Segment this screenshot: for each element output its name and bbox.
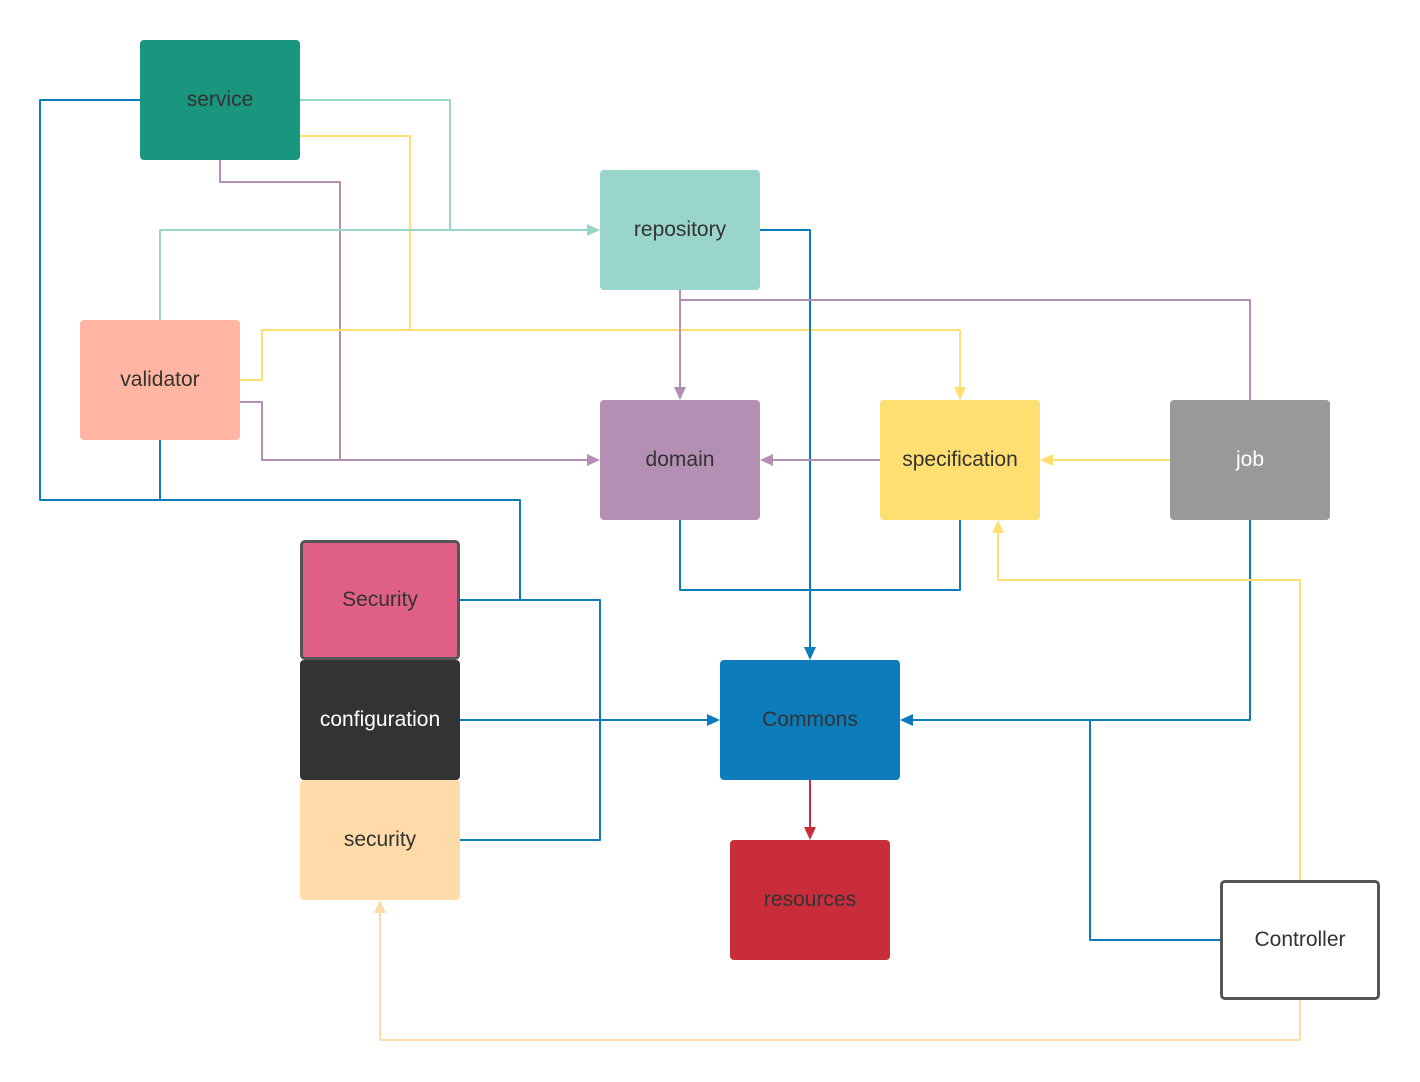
edge-controller-to-security-low-arrowhead: [374, 900, 386, 913]
edge-controller-to-specification-arrowhead: [992, 520, 1004, 533]
controller-node[interactable]: Controller: [1220, 880, 1380, 1000]
edge-validator-to-specification: [240, 329, 410, 381]
edge-repository-to-commons: [760, 229, 811, 648]
edge-specification-to-domain-arrowhead: [760, 454, 773, 466]
security-lowercase-label: security: [343, 828, 417, 851]
edge-configuration-to-commons-arrowhead: [707, 714, 720, 726]
validator-node[interactable]: validator: [80, 320, 240, 440]
edge-validator-to-domain-arrowhead: [587, 454, 600, 466]
specification-label: specification: [902, 448, 1018, 471]
edge-service-to-repository: [300, 99, 588, 231]
edge-service-to-commons: [39, 99, 521, 600]
specification-node[interactable]: specification: [880, 400, 1040, 520]
edge-controller-to-security-low: [379, 912, 1301, 1041]
repository-label: repository: [633, 218, 727, 241]
security-uppercase-node[interactable]: Security: [300, 540, 460, 660]
resources-node[interactable]: resources: [730, 840, 890, 960]
resources-label: resources: [763, 888, 857, 911]
edge-validator-to-domain: [240, 401, 588, 461]
edge-job-to-domain: [679, 299, 1251, 400]
edge-service-to-specification-arrowhead: [954, 387, 966, 400]
edge-job-to-specification-arrowhead: [1040, 454, 1053, 466]
repository-node[interactable]: repository: [600, 170, 760, 290]
service-node[interactable]: service: [140, 40, 300, 160]
edge-commons-to-resources-arrowhead: [804, 827, 816, 840]
edge-security-cap-to-commons: [460, 599, 708, 721]
edge-repository-to-domain-arrowhead: [674, 387, 686, 400]
edge-service-to-repository-arrowhead: [587, 224, 600, 236]
commons-label: Commons: [762, 708, 858, 731]
edge-repository-to-commons-arrowhead: [804, 647, 816, 660]
service-label: service: [186, 88, 254, 111]
edge-controller-to-commons-arrowhead: [900, 714, 913, 726]
edge-validator-to-repository: [159, 229, 588, 320]
job-label: job: [1235, 448, 1265, 471]
domain-label: domain: [645, 448, 715, 471]
edge-service-to-domain: [219, 160, 588, 461]
security-lowercase-node[interactable]: security: [300, 780, 460, 900]
configuration-label: configuration: [319, 708, 441, 731]
commons-node[interactable]: Commons: [720, 660, 900, 780]
job-node[interactable]: job: [1170, 400, 1330, 520]
configuration-node[interactable]: configuration: [300, 660, 460, 780]
domain-node[interactable]: domain: [600, 400, 760, 520]
edge-controller-to-specification: [997, 532, 1301, 880]
edge-controller-to-commons: [912, 719, 1220, 941]
edge-specification-to-commons: [810, 520, 961, 591]
validator-label: validator: [120, 368, 200, 391]
edge-job-to-commons: [912, 520, 1251, 721]
edge-domain-to-commons: [679, 520, 810, 591]
edge-security-low-to-commons: [460, 720, 601, 841]
controller-label: Controller: [1254, 928, 1346, 951]
security-uppercase-label: Security: [342, 588, 418, 611]
